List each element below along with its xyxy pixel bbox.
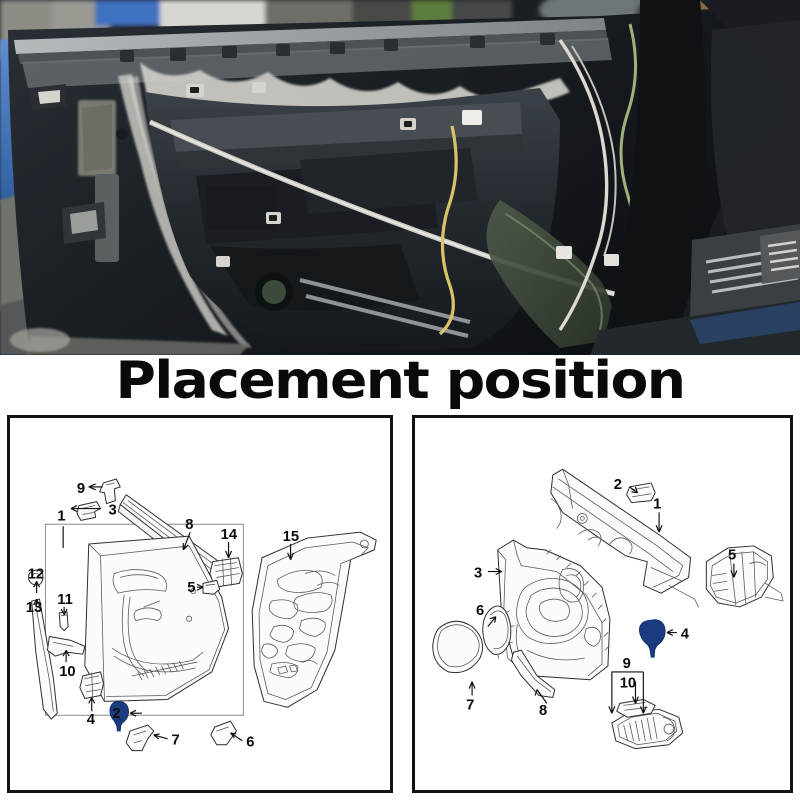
highlighted-clip-part-4 bbox=[638, 619, 666, 658]
callout-1: 1 bbox=[57, 508, 65, 524]
callout-9: 9 bbox=[77, 481, 85, 497]
callout-8: 8 bbox=[185, 517, 193, 533]
callout-7: 7 bbox=[466, 697, 474, 713]
callout-3: 3 bbox=[474, 565, 482, 581]
callout-1: 1 bbox=[653, 497, 661, 513]
callout-6: 6 bbox=[246, 735, 254, 751]
front-door-trim-exploded-diagram: 1 2 3 4 5 6 7 8 9 10 bbox=[412, 415, 793, 793]
callout-2: 2 bbox=[614, 477, 622, 493]
callout-9: 9 bbox=[623, 656, 631, 672]
rear-door-trim-exploded-diagram: 1 2 3 4 5 6 7 8 9 10 11 12 13 14 15 bbox=[7, 415, 393, 793]
callout-11: 11 bbox=[57, 592, 73, 608]
callout-15: 15 bbox=[283, 529, 299, 545]
callout-8: 8 bbox=[539, 703, 547, 719]
callout-2: 2 bbox=[112, 706, 120, 722]
callout-10: 10 bbox=[620, 676, 636, 692]
callout-10: 10 bbox=[59, 664, 75, 680]
callout-3: 3 bbox=[108, 502, 116, 518]
page-title: Placement position bbox=[115, 351, 686, 411]
callout-4: 4 bbox=[87, 712, 96, 728]
callout-5: 5 bbox=[187, 580, 195, 596]
callout-13: 13 bbox=[26, 600, 42, 616]
callout-12: 12 bbox=[28, 566, 44, 582]
callout-6: 6 bbox=[476, 603, 484, 619]
callout-14: 14 bbox=[221, 527, 238, 543]
callout-4: 4 bbox=[681, 626, 690, 642]
title-band: Placement position bbox=[0, 355, 800, 411]
highlighted-clip-part-2 bbox=[109, 700, 129, 732]
callout-7: 7 bbox=[171, 733, 179, 749]
callout-5: 5 bbox=[728, 548, 736, 564]
car-door-interior-photo bbox=[0, 0, 800, 355]
